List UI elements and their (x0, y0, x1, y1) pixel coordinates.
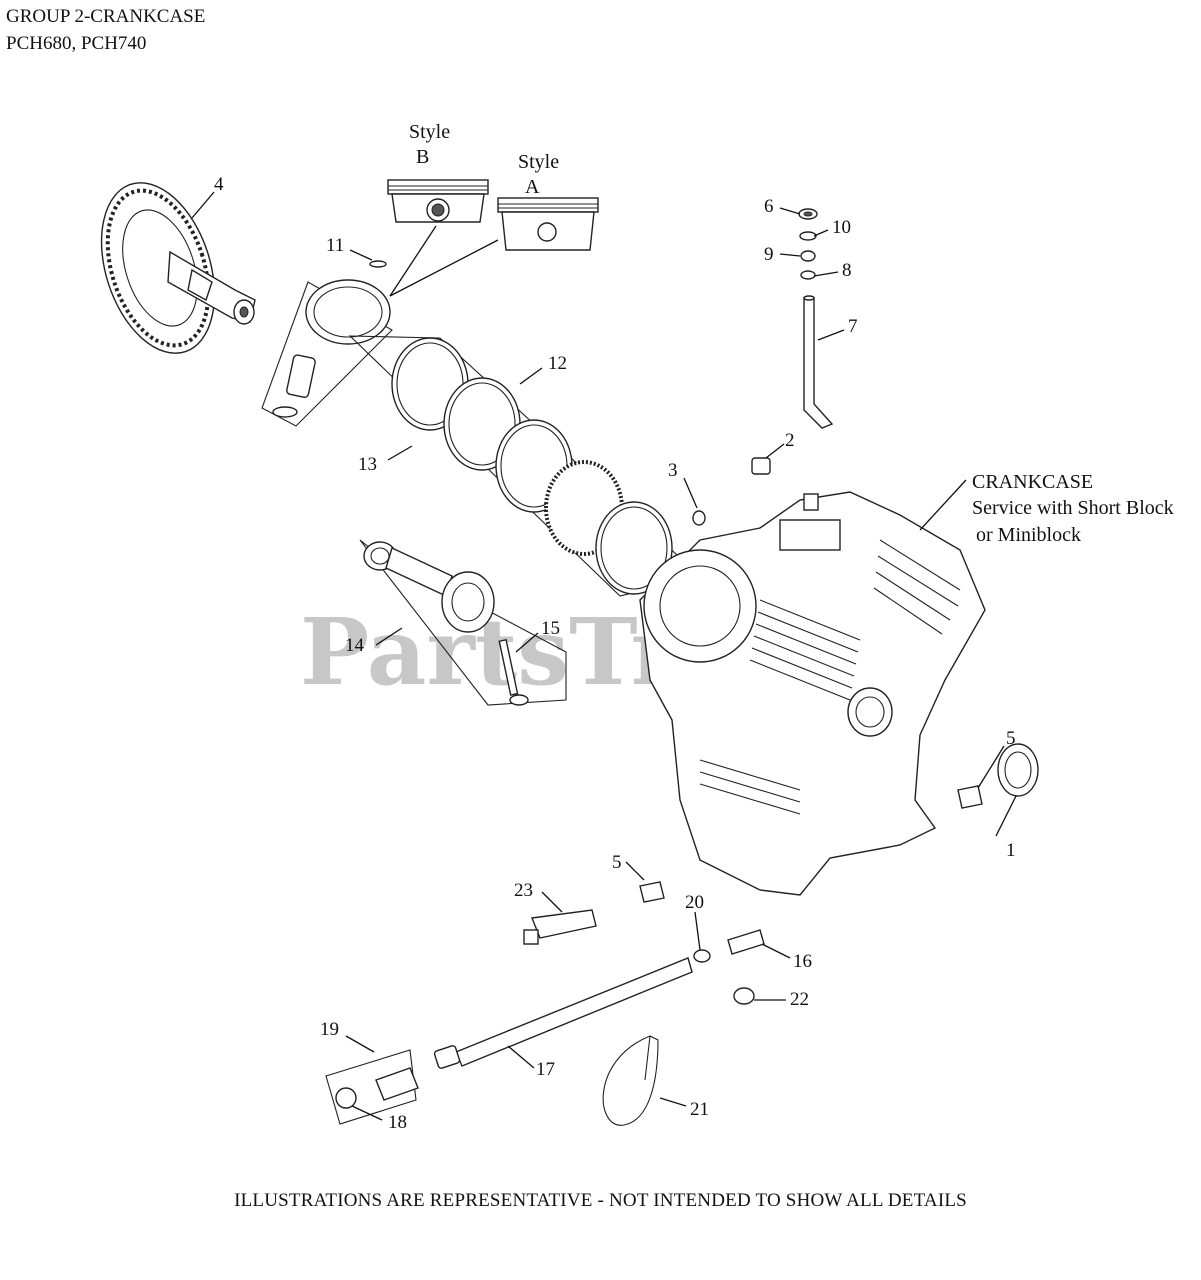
drain-cap-part[interactable] (335, 1087, 357, 1109)
callout-23: 23 (514, 880, 533, 901)
hose-barb-part[interactable] (727, 929, 765, 955)
piston-assembly-group[interactable] (261, 279, 393, 427)
clamp-part[interactable] (733, 987, 755, 1005)
disclaimer-footer: ILLUSTRATIONS ARE REPRESENTATIVE - NOT I… (234, 1190, 967, 1211)
callout-21: 21 (690, 1099, 709, 1120)
callout-3: 3 (668, 460, 678, 481)
callout-16: 16 (793, 951, 812, 972)
washer-part[interactable] (799, 231, 817, 241)
dowel-pin-part[interactable] (751, 457, 771, 475)
callout-9: 9 (764, 244, 774, 265)
seal-part[interactable] (800, 250, 816, 262)
callout-6: 6 (764, 196, 774, 217)
callout-17: 17 (536, 1059, 555, 1080)
crankcase-part[interactable] (639, 491, 986, 896)
piston-rings-part[interactable] (348, 335, 702, 597)
callout-14: 14 (345, 635, 365, 656)
breather-tube-part[interactable] (803, 297, 834, 429)
diagram-title: GROUP 2-CRANKCASE (6, 6, 206, 27)
callout-8: 8 (842, 260, 852, 281)
style-b-letter: B (416, 146, 429, 168)
piston-style-b[interactable] (387, 179, 489, 223)
callout-1: 1 (1006, 840, 1016, 861)
callout-2: 2 (785, 430, 795, 451)
piston-style-a[interactable] (497, 197, 599, 251)
drain-valve-group[interactable] (325, 1049, 419, 1125)
drain-fitting-part[interactable] (523, 909, 597, 945)
rod-bolt-part[interactable] (498, 638, 529, 706)
callout-11: 11 (326, 235, 344, 256)
callout-5-lower: 5 (612, 852, 622, 873)
plug-part[interactable] (692, 510, 706, 526)
callout-19: 19 (320, 1019, 339, 1040)
callout-13: 13 (358, 454, 377, 475)
callout-4: 4 (214, 174, 224, 195)
plug-upper-part[interactable] (957, 785, 983, 809)
callout-15: 15 (541, 618, 560, 639)
piston-pin-retainer-part[interactable] (369, 260, 387, 268)
crankcase-note-line2: Service with Short Block (972, 497, 1174, 519)
valve-cap-part[interactable] (798, 208, 818, 220)
style-a-letter: A (525, 176, 540, 198)
oil-seal-part[interactable] (997, 743, 1039, 797)
hose-clamp-part[interactable] (693, 949, 711, 963)
style-b-label: Style (409, 121, 450, 143)
leader-lines (191, 191, 1017, 1121)
plug-lower-part[interactable] (639, 881, 665, 903)
model-numbers: PCH680, PCH740 (6, 33, 147, 54)
o-ring-part[interactable] (800, 270, 816, 280)
crankcase-title: CRANKCASE (972, 471, 1093, 493)
cable-tie-part[interactable] (602, 1035, 659, 1126)
style-a-label: Style (518, 151, 559, 173)
callout-7: 7 (848, 316, 858, 337)
callout-22: 22 (790, 989, 809, 1010)
crankcase-note-line3: or Miniblock (976, 524, 1081, 546)
connecting-rod-part[interactable] (359, 539, 567, 706)
callout-18: 18 (388, 1112, 407, 1133)
callout-12: 12 (548, 353, 567, 374)
cam-gear-part[interactable] (81, 168, 256, 368)
callout-20: 20 (685, 892, 704, 913)
callout-10: 10 (832, 217, 851, 238)
drain-hose-part[interactable] (455, 957, 693, 1067)
callout-5-upper: 5 (1006, 728, 1016, 749)
